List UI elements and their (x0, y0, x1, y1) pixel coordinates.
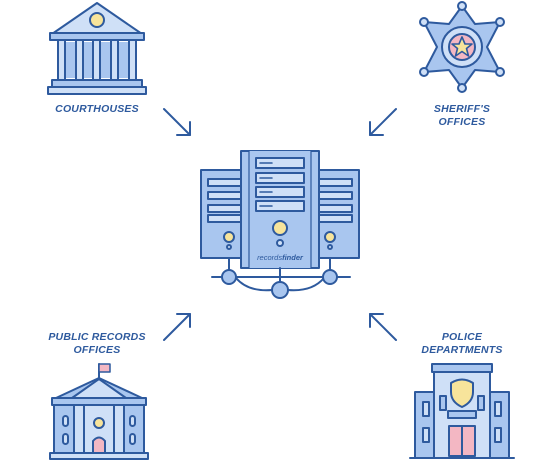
label-sheriffs-offices-line-2: OFFICES (438, 116, 486, 128)
brand-light: records (257, 253, 283, 262)
courthouse-icon (47, 2, 147, 95)
label-courthouses-line-1: COURTHOUSES (55, 103, 139, 115)
police-department-icon (409, 363, 515, 459)
arrow-from-public-records-offices (163, 313, 191, 341)
brand-logo-text: recordsfinder (249, 253, 311, 262)
sheriff-badge-icon (419, 1, 505, 93)
label-police-departments-line-1: POLICE (441, 331, 483, 343)
label-police-departments: POLICE DEPARTMENTS (407, 331, 517, 357)
label-public-records-offices: PUBLIC RECORDS OFFICES (37, 331, 157, 357)
arrow-from-police-departments (369, 313, 397, 341)
label-police-departments-line-2: DEPARTMENTS (421, 344, 503, 356)
server-hub-icon (200, 150, 360, 299)
label-public-records-offices-line-2: OFFICES (73, 344, 121, 356)
label-sheriffs-offices: SHERIFF'S OFFICES (412, 103, 512, 129)
public-records-office-icon (49, 363, 149, 460)
label-sheriffs-offices-line-1: SHERIFF'S (433, 103, 491, 115)
arrow-from-courthouses (163, 108, 191, 136)
arrow-from-sheriffs-offices (369, 108, 397, 136)
label-public-records-offices-line-1: PUBLIC RECORDS (48, 331, 146, 343)
brand-bold: finder (282, 253, 303, 262)
label-courthouses: COURTHOUSES (47, 103, 147, 116)
